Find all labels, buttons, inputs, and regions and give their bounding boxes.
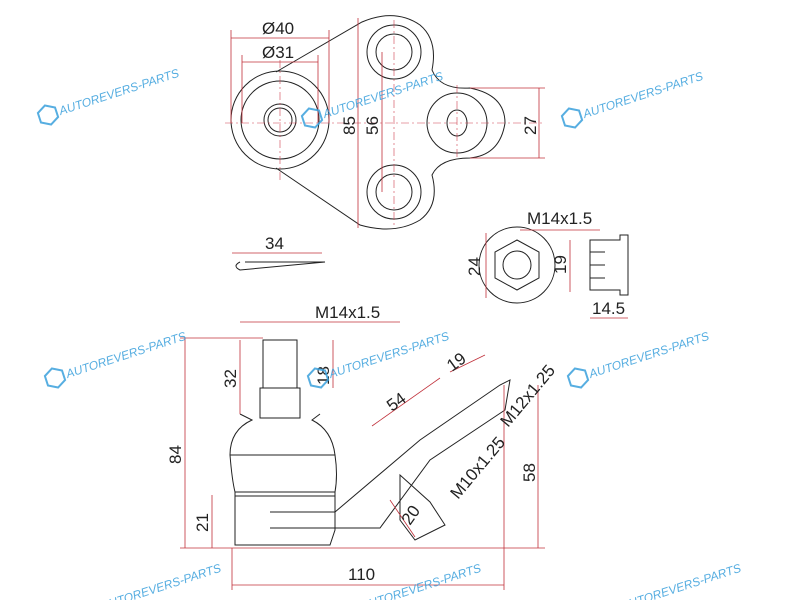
watermark: AUTOREVERS-PARTS — [36, 66, 181, 126]
watermark: AUTOREVERS-PARTS — [306, 329, 451, 389]
dim-27: 27 — [521, 116, 540, 135]
dim-32: 32 — [221, 369, 240, 388]
watermarks: AUTOREVERS-PARTS AUTOREVERS-PARTS AUTORE… — [36, 66, 743, 600]
watermark: AUTOREVERS-PARTS — [43, 329, 188, 389]
side-view: M14x1.5 32 18 84 21 54 19 M12x1.25 M10x1… — [166, 303, 559, 590]
dim-110: 110 — [348, 565, 375, 584]
watermark: AUTOREVERS-PARTS — [560, 69, 705, 129]
dim-m12: M12x1.25 — [497, 361, 560, 430]
dim-85: 85 — [340, 116, 359, 135]
watermark: AUTOREVERS-PARTS — [618, 561, 743, 600]
dim-nut-19: 19 — [551, 255, 570, 274]
svg-text:AUTOREVERS-PARTS: AUTOREVERS-PARTS — [580, 69, 705, 121]
dim-dia-40: Ø40 — [262, 19, 294, 38]
svg-text:AUTOREVERS-PARTS: AUTOREVERS-PARTS — [618, 561, 743, 600]
dim-stud-thread: M14x1.5 — [315, 303, 380, 322]
dim-20: 20 — [398, 502, 424, 528]
svg-text:AUTOREVERS-PARTS: AUTOREVERS-PARTS — [326, 329, 451, 381]
watermark: AUTOREVERS-PARTS — [566, 329, 711, 389]
svg-text:AUTOREVERS-PARTS: AUTOREVERS-PARTS — [586, 329, 711, 381]
dim-nut-thread: M14x1.5 — [527, 209, 592, 228]
svg-text:AUTOREVERS-PARTS: AUTOREVERS-PARTS — [358, 561, 483, 600]
svg-text:AUTOREVERS-PARTS: AUTOREVERS-PARTS — [56, 66, 181, 118]
dim-nut-24: 24 — [465, 257, 484, 276]
cotter-pin: 34 — [232, 234, 326, 271]
dim-54: 54 — [383, 389, 409, 415]
watermark: AUTOREVERS-PARTS — [98, 561, 223, 600]
dim-56: 56 — [363, 116, 382, 135]
dim-nut-14-5: 14.5 — [592, 299, 625, 318]
dim-84: 84 — [166, 445, 185, 464]
watermark: AUTOREVERS-PARTS — [358, 561, 483, 600]
dim-dia-31: Ø31 — [262, 43, 294, 62]
svg-text:AUTOREVERS-PARTS: AUTOREVERS-PARTS — [98, 561, 223, 600]
dim-21: 21 — [193, 513, 212, 532]
svg-text:AUTOREVERS-PARTS: AUTOREVERS-PARTS — [63, 329, 188, 381]
dim-m10: M10x1.25 — [447, 433, 510, 502]
top-view: Ø40 Ø31 85 56 27 — [225, 15, 545, 230]
dim-34: 34 — [265, 234, 284, 253]
dim-19: 19 — [443, 349, 469, 375]
castle-nut: M14x1.5 24 19 14.5 — [465, 209, 629, 319]
dim-58: 58 — [520, 463, 539, 482]
